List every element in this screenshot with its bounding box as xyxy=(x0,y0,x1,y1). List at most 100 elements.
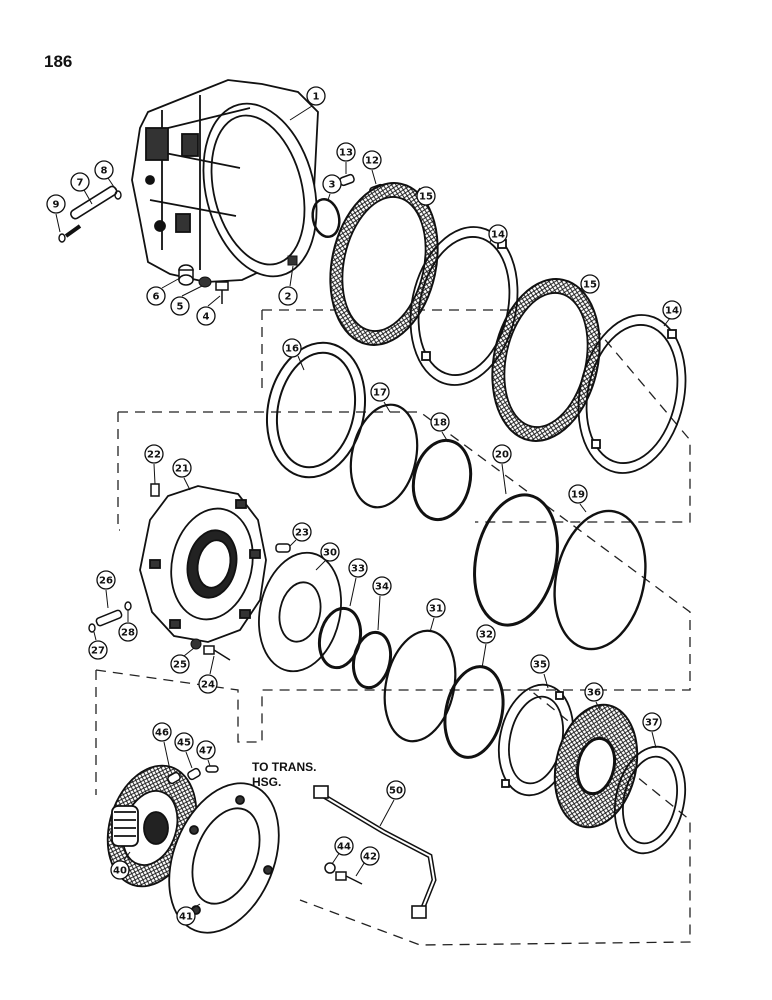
callout-33: 33 xyxy=(348,558,368,607)
callout-label: 27 xyxy=(91,646,105,657)
callout-2: 2 xyxy=(278,265,298,306)
callout-31: 31 xyxy=(426,598,446,633)
seal-ring-part-17 xyxy=(349,403,419,509)
callout-label: 42 xyxy=(363,852,377,863)
callout-label: 20 xyxy=(495,450,509,461)
callout-9: 9 xyxy=(46,194,66,233)
check-valve-part-26 xyxy=(95,609,123,627)
page-number: 186 xyxy=(44,52,73,71)
callout-20: 20 xyxy=(492,444,512,495)
callout-label: 30 xyxy=(323,548,337,559)
callout-27: 27 xyxy=(88,631,108,660)
callout-label: 33 xyxy=(351,564,365,575)
callout-label: 36 xyxy=(587,688,601,699)
bolt-part-4 xyxy=(215,281,229,304)
callout-label: 9 xyxy=(53,200,60,211)
callout-23: 23 xyxy=(289,522,312,547)
washer-part-44 xyxy=(324,862,336,874)
callout-label: 2 xyxy=(285,292,292,303)
callout-30: 30 xyxy=(315,542,340,571)
plate-part-37 xyxy=(613,745,687,855)
callout-3: 3 xyxy=(322,174,342,201)
callout-label: 6 xyxy=(153,292,160,303)
friction-disc-part-15-a xyxy=(329,182,439,346)
callout-label: 21 xyxy=(175,464,189,475)
friction-disc-part-15-b xyxy=(491,278,601,442)
callout-47: 47 xyxy=(196,740,216,767)
plug-part-2 xyxy=(287,255,298,266)
washer-part-25 xyxy=(190,638,202,650)
ring-plate-part-41 xyxy=(168,782,280,934)
seal-ring-part-31 xyxy=(383,629,457,743)
washer-part-5 xyxy=(198,276,212,288)
callout-13: 13 xyxy=(336,142,356,174)
callout-label: 31 xyxy=(429,604,443,615)
callout-label: 15 xyxy=(583,280,597,291)
callout-label: 47 xyxy=(199,746,213,757)
callout-label: 1 xyxy=(313,92,320,103)
callout-label: 45 xyxy=(177,738,191,749)
piston-part-16 xyxy=(265,341,367,479)
note-line-1: TO TRANS. xyxy=(252,760,317,774)
callout-22: 22 xyxy=(144,444,164,485)
o-ring-part-34 xyxy=(351,630,393,690)
callout-45: 45 xyxy=(174,732,194,769)
to-transmission-housing-note: TO TRANS. HSG. xyxy=(252,760,316,790)
spring-part-46 xyxy=(167,771,181,785)
callout-label: 17 xyxy=(373,388,387,399)
callout-14-lower: 14 xyxy=(662,300,682,327)
callout-42: 42 xyxy=(355,846,380,877)
callout-label: 37 xyxy=(645,718,659,729)
callout-35: 35 xyxy=(530,654,550,689)
callout-label: 5 xyxy=(177,302,184,313)
o-ring-part-28 xyxy=(124,601,132,611)
callout-7: 7 xyxy=(70,172,93,205)
callout-label: 12 xyxy=(365,156,379,167)
callout-32: 32 xyxy=(476,624,496,669)
note-line-2: HSG. xyxy=(252,775,282,789)
callout-26: 26 xyxy=(96,570,116,609)
callout-19: 19 xyxy=(568,484,588,513)
callout-label: 15 xyxy=(419,192,433,203)
callout-label: 16 xyxy=(285,344,299,355)
steel-plate-part-14-a xyxy=(409,226,519,386)
callout-label: 7 xyxy=(77,178,84,189)
callout-label: 34 xyxy=(375,582,389,593)
spring-part-45 xyxy=(187,767,201,781)
callout-50: 50 xyxy=(379,780,406,827)
callout-label: 3 xyxy=(329,180,336,191)
callout-14-upper: 14 xyxy=(488,224,508,244)
callout-label: 18 xyxy=(433,418,447,429)
callout-15-upper: 15 xyxy=(413,186,436,206)
pin-part-47 xyxy=(205,765,219,773)
callout-8: 8 xyxy=(94,160,117,191)
callout-5: 5 xyxy=(170,285,203,316)
callout-12: 12 xyxy=(362,150,382,185)
callout-label: 28 xyxy=(121,628,135,639)
callout-label: 46 xyxy=(155,728,169,739)
callout-label: 13 xyxy=(339,148,353,159)
callout-28: 28 xyxy=(118,610,138,642)
callout-4: 4 xyxy=(196,295,221,326)
friction-disc-part-36 xyxy=(553,703,639,829)
o-ring-part-18 xyxy=(411,438,473,522)
callout-label: 22 xyxy=(147,450,161,461)
bushing-part-6 xyxy=(178,264,194,286)
callout-37: 37 xyxy=(642,712,662,749)
callout-label: 44 xyxy=(337,842,351,853)
callout-44: 44 xyxy=(331,836,354,865)
callout-1: 1 xyxy=(289,86,326,121)
callout-15-lower: 15 xyxy=(579,274,600,294)
callout-label: 23 xyxy=(295,528,309,539)
callout-label: 4 xyxy=(203,312,210,323)
callout-label: 50 xyxy=(389,786,403,797)
snap-ring-part-3 xyxy=(311,197,341,239)
pin-part-23 xyxy=(275,543,291,553)
pin-part-7 xyxy=(64,185,118,238)
callout-25: 25 xyxy=(170,647,195,674)
callout-17: 17 xyxy=(370,382,391,413)
clutch-housing xyxy=(131,79,319,283)
o-ring-part-20 xyxy=(473,493,559,627)
o-ring-part-27 xyxy=(88,623,96,633)
callout-18: 18 xyxy=(430,412,450,443)
